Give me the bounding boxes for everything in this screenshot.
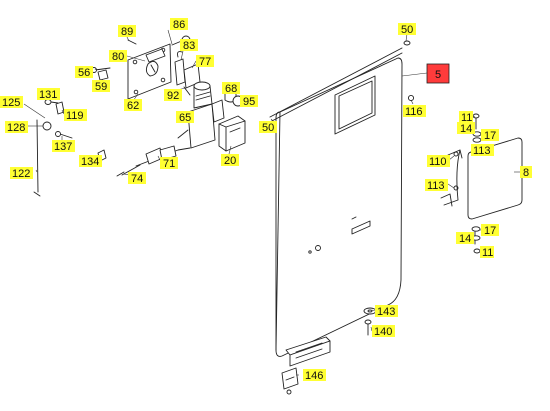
callout-86: 86: [170, 18, 188, 31]
svg-text:95: 95: [243, 96, 255, 108]
callout-14-top: 14: [457, 122, 475, 135]
wiring-harness: [116, 145, 191, 177]
callout-17-bottom: 17: [481, 224, 499, 237]
svg-text:146: 146: [305, 370, 323, 382]
callout-labels: 89 86 80 83 56 77 59 62 92 68 95 131 125…: [0, 18, 532, 382]
callout-113-top: 113: [471, 144, 494, 157]
svg-text:116: 116: [405, 106, 423, 118]
svg-text:62: 62: [127, 100, 139, 112]
svg-text:5: 5: [435, 69, 441, 81]
callout-125: 125: [0, 96, 23, 109]
svg-text:131: 131: [39, 89, 57, 101]
svg-text:20: 20: [224, 155, 236, 167]
svg-text:77: 77: [199, 56, 211, 68]
svg-text:11: 11: [482, 247, 493, 259]
svg-text:80: 80: [112, 51, 124, 63]
svg-text:89: 89: [121, 26, 133, 38]
bottom-rail: [281, 336, 331, 395]
callout-131: 131: [37, 88, 60, 101]
switch-bracket: [174, 51, 201, 96]
callout-83: 83: [180, 39, 198, 52]
svg-text:50: 50: [401, 24, 413, 36]
callout-14-bottom: 14: [456, 232, 474, 245]
svg-text:14: 14: [459, 233, 471, 245]
callout-20: 20: [221, 154, 239, 167]
callout-17-top: 17: [481, 129, 499, 142]
callout-11-top: 11: [459, 111, 473, 124]
callout-5-highlight: 5: [426, 63, 450, 84]
left-hardware: [33, 99, 107, 197]
side-cover: [440, 137, 523, 220]
svg-text:86: 86: [173, 19, 185, 31]
svg-text:113: 113: [427, 180, 445, 192]
callout-56: 56: [75, 66, 93, 79]
callout-143: 143: [375, 305, 398, 318]
svg-text:8: 8: [523, 167, 529, 179]
svg-text:14: 14: [460, 123, 472, 135]
svg-text:128: 128: [7, 122, 25, 134]
svg-text:17: 17: [484, 130, 496, 142]
callout-8: 8: [520, 166, 532, 179]
callout-65: 65: [176, 111, 194, 124]
callout-128: 128: [5, 121, 28, 134]
callout-50-left: 50: [259, 121, 277, 134]
callout-110: 110: [427, 155, 450, 168]
svg-text:122: 122: [12, 168, 30, 180]
callout-71: 71: [160, 157, 178, 170]
callout-74: 74: [128, 172, 146, 185]
svg-text:50: 50: [262, 122, 274, 134]
door-panel: [269, 47, 415, 357]
callout-116: 116: [403, 105, 426, 118]
callout-92: 92: [164, 89, 182, 102]
svg-text:65: 65: [179, 112, 191, 124]
callout-50-top: 50: [398, 23, 416, 36]
svg-text:56: 56: [78, 67, 90, 79]
svg-text:143: 143: [377, 306, 395, 318]
svg-text:137: 137: [54, 141, 72, 153]
callout-140: 140: [372, 325, 395, 338]
lock-assembly: [177, 81, 225, 149]
svg-text:140: 140: [374, 326, 392, 338]
svg-text:71: 71: [163, 158, 175, 170]
hinge-block: [218, 115, 246, 152]
callout-122: 122: [10, 167, 33, 180]
svg-text:17: 17: [484, 225, 496, 237]
callout-80: 80: [109, 50, 127, 63]
svg-text:134: 134: [81, 156, 99, 168]
small-screw-clip: [91, 67, 111, 81]
callout-11-bottom: 11: [480, 246, 494, 259]
svg-text:74: 74: [131, 173, 143, 185]
callout-146: 146: [303, 369, 326, 382]
svg-text:113: 113: [473, 145, 491, 157]
svg-text:92: 92: [167, 90, 179, 102]
svg-text:119: 119: [66, 110, 84, 122]
svg-text:59: 59: [95, 81, 107, 93]
mounting-plate: [127, 43, 172, 100]
svg-text:110: 110: [429, 156, 447, 168]
callout-113-bottom: 113: [425, 179, 448, 192]
callout-137: 137: [52, 140, 75, 153]
svg-text:11: 11: [461, 112, 472, 124]
callout-134: 134: [79, 155, 102, 168]
callout-68: 68: [222, 82, 240, 95]
callout-62: 62: [124, 99, 142, 112]
svg-text:83: 83: [183, 40, 195, 52]
svg-text:125: 125: [2, 97, 20, 109]
callout-95: 95: [240, 95, 258, 108]
svg-text:68: 68: [225, 83, 237, 95]
callout-77: 77: [196, 55, 214, 68]
callout-59: 59: [92, 80, 110, 93]
callout-89: 89: [118, 25, 136, 38]
callout-119: 119: [64, 109, 87, 122]
